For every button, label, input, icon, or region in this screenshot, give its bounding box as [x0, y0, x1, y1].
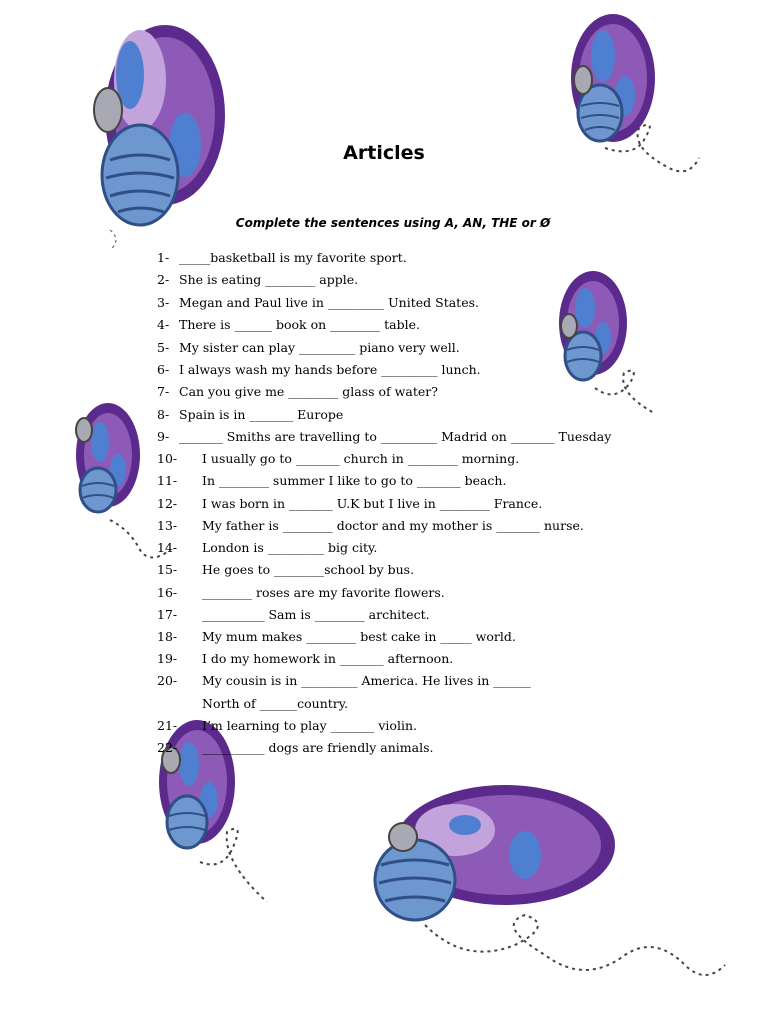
butterfly-icon — [571, 14, 700, 173]
question-16: 16- ________ roses are my favorite flower… — [157, 585, 445, 605]
question-13: 13- My father is ________ doctor and my m… — [157, 518, 584, 538]
question-text: My mum makes ________ best cake in _____… — [202, 629, 516, 644]
question-17: 17- __________ Sam is ________ architect. — [157, 607, 430, 627]
question-number: 15- — [157, 562, 178, 577]
question-number: 1- — [157, 250, 170, 265]
question-text: ________ roses are my favorite flowers. — [202, 585, 445, 600]
page-title: Articles — [343, 142, 425, 164]
question-14: 14- London is _________ big city. — [157, 540, 377, 560]
question-number: 8- — [157, 407, 170, 422]
question-number: 20- — [157, 673, 178, 688]
question-3: 3- Megan and Paul live in _________ Unite… — [157, 295, 479, 315]
question-18: 18- My mum makes ________ best cake in __… — [157, 629, 516, 649]
question-text: There is ______ book on ________ table. — [179, 317, 420, 332]
instructions: Complete the sentences using A, AN, THE … — [235, 216, 551, 230]
question-text: I’m learning to play _______ violin. — [202, 718, 417, 733]
butterfly-icon — [373, 785, 726, 976]
question-text: __________ Sam is ________ architect. — [202, 607, 430, 622]
question-22: 22- __________ dogs are friendly animals. — [157, 740, 433, 760]
question-number: 14- — [157, 540, 178, 555]
question-4: 4- There is ______ book on ________ table… — [157, 317, 420, 337]
question-text: My sister can play _________ piano very … — [179, 340, 460, 355]
question-number: 3- — [157, 295, 170, 310]
question-5: 5- My sister can play _________ piano ver… — [157, 340, 460, 360]
question-number: 6- — [157, 362, 170, 377]
question-text: She is eating ________ apple. — [179, 272, 359, 287]
question-text: I was born in _______ U.K but I live in … — [202, 496, 543, 511]
question-number: 2- — [157, 272, 170, 287]
question-text: I do my homework in _______ afternoon. — [202, 651, 454, 666]
question-6: 6- I always wash my hands before ________… — [157, 362, 481, 382]
question-text: Spain is in _______ Europe — [179, 407, 344, 422]
butterfly-icon — [93, 25, 225, 251]
question-12: 12- I was born in _______ U.K but I live … — [157, 496, 542, 516]
question-number: 13- — [157, 518, 178, 533]
question-text: Megan and Paul live in _________ United … — [179, 295, 479, 310]
question-text: __________ dogs are friendly animals. — [202, 740, 434, 755]
question-number: 10- — [157, 451, 178, 466]
question-text: I always wash my hands before _________ … — [179, 362, 481, 377]
question-text: North of ______country. — [202, 696, 349, 711]
question-number: 9- — [157, 429, 170, 444]
question-text: My father is ________ doctor and my moth… — [202, 518, 584, 533]
question-text: I usually go to _______ church in ______… — [202, 451, 520, 466]
question-9: 9- _______ Smiths are travelling to _____… — [157, 429, 611, 449]
question-7: 7- Can you give me ________ glass of wate… — [157, 384, 438, 404]
question-number: 11- — [157, 473, 178, 488]
question-text: _____basketball is my favorite sport. — [179, 250, 407, 265]
question-text: Can you give me ________ glass of water? — [179, 384, 438, 399]
question-15: 15- He goes to ________school by bus. — [157, 562, 414, 582]
question-number: 22- — [157, 740, 178, 755]
question-number: 5- — [157, 340, 170, 355]
question-19: 19- I do my homework in _______ afternoon… — [157, 651, 453, 671]
question-10: 10- I usually go to _______ church in ___… — [157, 451, 519, 471]
question-number: 19- — [157, 651, 178, 666]
question-2: 2- She is eating ________ apple. — [157, 272, 358, 292]
question-text: In ________ summer I like to go to _____… — [202, 473, 507, 488]
question-text: He goes to ________school by bus. — [202, 562, 415, 577]
question-20-continued: North of ______country. — [157, 696, 348, 716]
question-number: 12- — [157, 496, 178, 511]
question-text: My cousin is in _________ America. He li… — [202, 673, 531, 688]
question-11: 11- In ________ summer I like to go to __… — [157, 473, 506, 493]
butterfly-icon — [75, 403, 171, 559]
question-20: 20- My cousin is in _________ America. He… — [157, 673, 531, 693]
butterfly-icon — [559, 271, 655, 414]
question-number: 7- — [157, 384, 170, 399]
question-text: London is _________ big city. — [202, 540, 378, 555]
question-number: 16- — [157, 585, 178, 600]
question-number: 18- — [157, 629, 178, 644]
question-number: 21- — [157, 718, 178, 733]
question-8: 8- Spain is in _______ Europe — [157, 407, 343, 427]
question-number: 4- — [157, 317, 170, 332]
question-1: 1- _____basketball is my favorite sport. — [157, 250, 407, 270]
question-21: 21- I’m learning to play _______ violin. — [157, 718, 417, 738]
question-text: _______ Smiths are travelling to _______… — [179, 429, 612, 444]
question-number: 17- — [157, 607, 178, 622]
butterfly-icon — [159, 720, 268, 903]
